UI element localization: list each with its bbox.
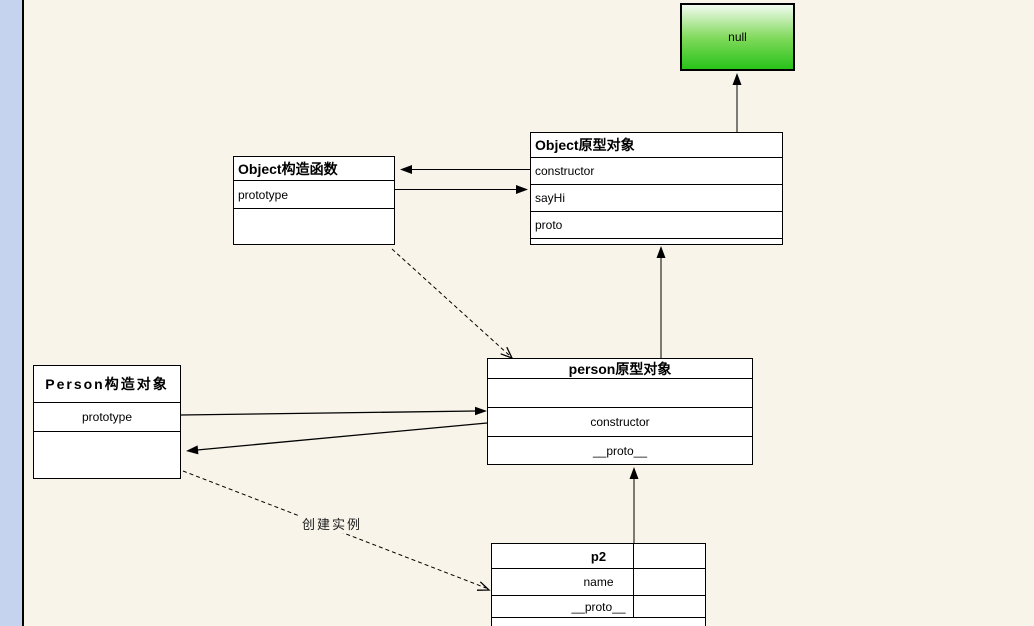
field-proto: proto — [531, 212, 782, 239]
arrow-objectproto-constructor-to-objectctor — [400, 165, 530, 174]
p2-column-divider — [633, 544, 634, 617]
left-panel-strip — [0, 0, 24, 626]
null-label: null — [728, 30, 747, 44]
empty-row — [488, 379, 752, 408]
node-title-person-prototype: person原型对象 — [488, 359, 752, 379]
edge-label-create-instance[interactable]: 创建实例 — [299, 514, 366, 533]
node-title-person-constructor: Person构造对象 — [34, 366, 180, 403]
empty-row — [234, 209, 394, 244]
node-null[interactable]: null — [680, 3, 795, 71]
empty-row — [34, 432, 180, 478]
field-proto: __proto__ — [492, 596, 705, 618]
node-title-object-constructor: Object构造函数 — [234, 157, 394, 181]
node-person-prototype[interactable]: person原型对象 constructor __proto__ — [487, 358, 753, 465]
field-constructor: constructor — [488, 408, 752, 437]
node-p2-instance[interactable]: p2 name __proto__ — [491, 543, 706, 626]
empty-row — [492, 618, 705, 626]
field-sayhi: sayHi — [531, 185, 782, 212]
arrow-personproto-constructor-to-personctor — [186, 422, 488, 455]
field-name: name — [492, 569, 705, 596]
arrow-objectctor-prototype-to-objectproto — [395, 185, 528, 194]
dashed-arrow-objectctor-to-personproto — [391, 248, 514, 360]
node-object-constructor[interactable]: Object构造函数 prototype — [233, 156, 395, 245]
node-person-constructor[interactable]: Person构造对象 prototype — [33, 365, 181, 479]
arrow-personctor-prototype-to-personproto — [180, 406, 487, 416]
field-prototype: prototype — [34, 403, 180, 432]
node-title-p2: p2 — [492, 544, 705, 569]
node-object-prototype[interactable]: Object原型对象 constructor sayHi proto — [530, 132, 783, 245]
field-constructor: constructor — [531, 158, 782, 185]
node-title-object-prototype: Object原型对象 — [531, 133, 782, 158]
field-prototype: prototype — [234, 181, 394, 209]
field-proto: __proto__ — [592, 443, 648, 458]
empty-row — [531, 239, 782, 244]
